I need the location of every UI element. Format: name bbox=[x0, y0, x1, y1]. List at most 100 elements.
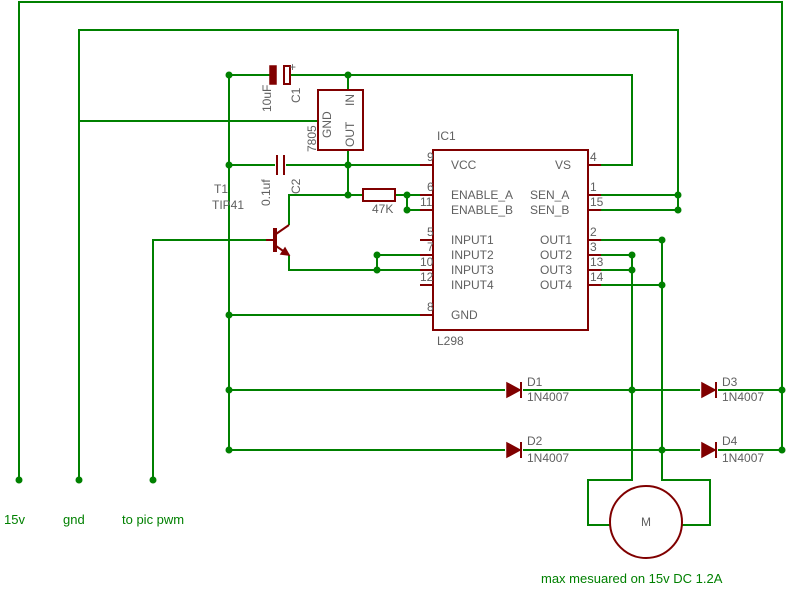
ic-pin-name: ENABLE_B bbox=[451, 203, 513, 217]
junction bbox=[225, 71, 233, 79]
diode-d1: D1 1N4007 bbox=[506, 375, 569, 404]
junction bbox=[344, 71, 352, 79]
motor: M bbox=[609, 485, 683, 559]
wire-motor-right bbox=[661, 240, 711, 526]
ic-ref: IC1 bbox=[437, 129, 456, 143]
ic-pin-number: 5 bbox=[427, 225, 434, 239]
ic-pin-name: INPUT4 bbox=[451, 278, 494, 292]
resistor-r1: 47K bbox=[362, 188, 396, 216]
ic-pin-number: 15 bbox=[590, 195, 604, 209]
ic-pin-name: VS bbox=[555, 158, 571, 172]
ic-value: L298 bbox=[437, 334, 464, 348]
ic-pin-name: INPUT2 bbox=[451, 248, 494, 262]
wire-collector bbox=[288, 194, 363, 225]
wire-pwm bbox=[152, 239, 273, 480]
junction bbox=[403, 191, 411, 199]
ic-pin-name: GND bbox=[451, 308, 478, 322]
c1-plus: + bbox=[289, 60, 296, 74]
t1-collector bbox=[275, 224, 290, 235]
junction bbox=[225, 446, 233, 454]
ic-pin-number: 12 bbox=[420, 270, 434, 284]
note-current: max mesuared on 15v DC 1.2A bbox=[541, 571, 723, 586]
junction bbox=[344, 161, 352, 169]
d1-value: 1N4007 bbox=[527, 390, 569, 404]
d4-body bbox=[701, 441, 717, 459]
diode-d3: D3 1N4007 bbox=[701, 375, 764, 404]
wire-emitter bbox=[288, 255, 433, 271]
ic-pin-name: INPUT3 bbox=[451, 263, 494, 277]
ic-pin-number: 13 bbox=[590, 255, 604, 269]
d3-value: 1N4007 bbox=[722, 390, 764, 404]
junction bbox=[674, 191, 682, 199]
ic-pin-number: 11 bbox=[420, 195, 433, 209]
regulator-pin-gnd: GND bbox=[320, 111, 334, 138]
junction bbox=[778, 386, 786, 394]
wire-gnd bbox=[78, 29, 679, 480]
c1-plate-positive bbox=[283, 65, 291, 85]
c1-ref: C1 bbox=[289, 87, 303, 103]
ic-pin-name: VCC bbox=[451, 158, 477, 172]
ic-pin-number: 8 bbox=[427, 300, 434, 314]
wires bbox=[18, 1, 783, 526]
junction bbox=[403, 206, 411, 214]
ic-pin-number: 4 bbox=[590, 150, 597, 164]
motor-label: M bbox=[641, 515, 651, 529]
terminal-pwm bbox=[149, 476, 157, 484]
d2-value: 1N4007 bbox=[527, 451, 569, 465]
ic-pin-name: OUT2 bbox=[540, 248, 572, 262]
ic-pin-number: 6 bbox=[427, 180, 434, 194]
motor-body bbox=[609, 485, 683, 559]
ic-pin-number: 2 bbox=[590, 225, 597, 239]
wire-motor-left bbox=[587, 255, 633, 526]
net-label-15v: 15v bbox=[4, 512, 25, 527]
d4-ref: D4 bbox=[722, 434, 738, 448]
ic-pin-number: 7 bbox=[427, 240, 434, 254]
diode-d4: D4 1N4007 bbox=[701, 434, 764, 465]
junction bbox=[658, 281, 666, 289]
terminal-gnd bbox=[75, 476, 83, 484]
ic-body bbox=[432, 149, 589, 331]
ic-pin-name: SEN_A bbox=[530, 188, 569, 202]
ic-pin-number: 14 bbox=[590, 270, 604, 284]
regulator-pin-out: OUT bbox=[343, 121, 357, 147]
t1-ref: T1 bbox=[214, 182, 228, 196]
ic-pin-number: 3 bbox=[590, 240, 597, 254]
junction bbox=[628, 266, 636, 274]
t1-value: TIP41 bbox=[212, 198, 244, 212]
net-label-pwm: to pic pwm bbox=[122, 512, 184, 527]
regulator-7805: GND IN OUT 7805 bbox=[305, 89, 364, 152]
wire-sen bbox=[588, 194, 679, 211]
ic-pin-name: ENABLE_A bbox=[451, 188, 513, 202]
regulator-value: 7805 bbox=[305, 125, 319, 152]
ic-l298: IC1 L298 9 VCC 6 ENABLE_A 11 ENABLE_B 5 … bbox=[420, 129, 604, 348]
junctions bbox=[15, 71, 786, 484]
junction bbox=[373, 251, 381, 259]
junction bbox=[373, 266, 381, 274]
c2-ref: C2 bbox=[289, 178, 303, 194]
junction bbox=[628, 386, 636, 394]
junction bbox=[628, 251, 636, 259]
junction bbox=[778, 446, 786, 454]
ic-pin-name: OUT4 bbox=[540, 278, 572, 292]
d2-ref: D2 bbox=[527, 434, 543, 448]
d2-body bbox=[506, 441, 522, 459]
d3-body bbox=[701, 381, 717, 399]
c2-value: 0.1uf bbox=[259, 179, 273, 206]
diode-d2: D2 1N4007 bbox=[506, 434, 569, 465]
ic-pin-name: SEN_B bbox=[530, 203, 569, 217]
junction bbox=[225, 311, 233, 319]
d4-value: 1N4007 bbox=[722, 451, 764, 465]
ic-pin-number: 10 bbox=[420, 255, 434, 269]
junction bbox=[225, 386, 233, 394]
ic-pin-number: 9 bbox=[427, 150, 434, 164]
d1-body bbox=[506, 381, 522, 399]
c1-plate-negative bbox=[269, 65, 277, 85]
r1-value: 47K bbox=[372, 202, 393, 216]
junction bbox=[225, 161, 233, 169]
junction bbox=[344, 191, 352, 199]
c1-value: 10uF bbox=[260, 85, 274, 112]
t1-emitter-arrow bbox=[279, 246, 291, 256]
regulator-body bbox=[317, 89, 364, 151]
